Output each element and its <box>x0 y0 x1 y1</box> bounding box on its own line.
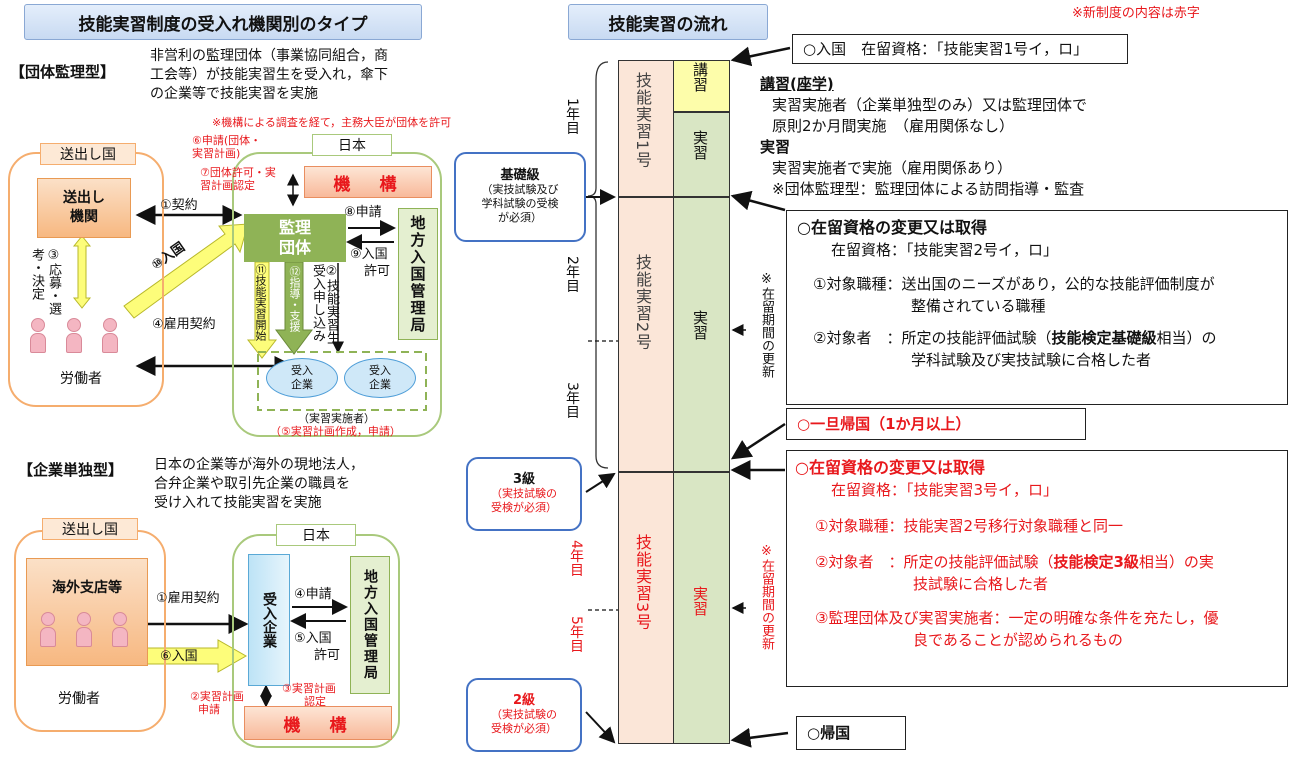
col3-text: 技能実習3号 <box>633 534 652 631</box>
red-note: ※新制度の内容は赤字 <box>1072 6 1200 21</box>
single-japan-tag: 日本 <box>276 524 356 546</box>
step4-label: ④雇用契約 <box>152 317 216 332</box>
exam3-box: 3級 （実技試験の 受検が必須） <box>466 457 582 531</box>
jisshu1-text: 実習 <box>691 130 709 160</box>
group-sending-country-tag: 送出し国 <box>40 143 136 165</box>
year-5-label: 5年目 <box>568 616 584 653</box>
exam3-arrow <box>585 472 616 493</box>
single-company-box: 受入企業 <box>248 554 290 686</box>
year-2-label: 2年目 <box>564 256 580 293</box>
sending-org-box: 送出し機関 <box>37 178 131 238</box>
right-title: 技能実習の流れ <box>568 4 768 40</box>
year-3-label: 3年目 <box>564 382 580 419</box>
group-company-2: 受入企業 <box>344 358 416 398</box>
single-step5-label: ⑤入国許可 <box>294 631 341 663</box>
renewal-note-2: ※在留期間の更新 <box>759 544 774 650</box>
step12-label: ⑫指導・支援 <box>288 266 301 332</box>
entry-box: ○入国 在留資格：「技能実習1号イ，ロ」 <box>792 34 1128 64</box>
single-type-label: 【企業単独型】 <box>18 461 124 479</box>
worker-icon <box>112 612 128 647</box>
group-japan-tag: 日本 <box>312 134 392 156</box>
year-bracket <box>587 61 609 469</box>
single-immigration-box: 地方入国管理局 <box>350 556 390 694</box>
single-step3-label: ③実習計画認定 <box>282 682 336 708</box>
final-pointer <box>730 727 789 748</box>
entry-pointer <box>730 46 791 67</box>
single-workers-label: 労働者 <box>58 691 100 707</box>
worker-icon <box>102 318 118 353</box>
renewal-note-1: ※在留期間の更新 <box>759 272 774 378</box>
worker-icon <box>66 318 82 353</box>
col1-text: 技能実習1号 <box>633 72 652 169</box>
col-jisshu-green-2 <box>673 197 730 472</box>
group-kikou-box: 機 構 <box>304 166 432 198</box>
single-kikou-box: 機 構 <box>244 706 392 740</box>
change2-box: ○在留資格の変更又は取得 在留資格：「技能実習2号イ，ロ」 ①対象職種：送出国の… <box>786 210 1288 405</box>
col-jisshu-green-3 <box>673 472 730 744</box>
single-sending-country-tag: 送出し国 <box>42 518 138 540</box>
single-step4-label: ④申請 <box>294 587 332 602</box>
return-pointer <box>730 422 786 460</box>
col2-text: 技能実習2号 <box>633 254 652 351</box>
recruit-arrow <box>72 235 92 309</box>
koushu-text: 講習 <box>691 62 709 92</box>
start-arrow <box>246 261 278 359</box>
col-jisshu-2 <box>618 197 674 472</box>
group-type-desc: 非営利の監理団体（事業協同組合，商 工会等）が技能実習生を受入れ，傘下 の企業等… <box>150 48 388 102</box>
step8-label: ⑧申請 <box>344 205 382 220</box>
plan-note: （⑤実習計画作成，申請） <box>270 425 401 438</box>
kanri-dantai-box: 監理団体 <box>244 214 346 262</box>
step11-label: ⑪技能実習開始 <box>254 264 267 341</box>
change3-box: ○在留資格の変更又は取得 在留資格：「技能実習3号イ，ロ」 ①対象職種：技能実習… <box>786 450 1288 687</box>
single-step1-label: ①雇用契約 <box>156 591 220 606</box>
jisshu3-text: 実習 <box>691 586 709 616</box>
recruit-label: ③応募・選考・決定 <box>29 248 61 315</box>
group-type-label: 【団体監理型】 <box>10 63 116 81</box>
col-jisshu-green-1 <box>673 112 730 197</box>
worker-icon <box>30 318 46 353</box>
col-jisshu-1 <box>618 60 674 197</box>
exam2-box: 2級 （実技試験の 受検が必須） <box>466 678 582 752</box>
step2-label: ②技能実習生受入申し込み <box>310 264 339 344</box>
group-immigration-box: 地方入国管理局 <box>398 208 438 340</box>
lecture-text: 講習(座学) 実習実施者（企業単独型のみ）又は監理団体で 原則2か月間実施 （雇… <box>760 75 1088 198</box>
step7-label: ⑦団体許可・実習計画認定 <box>200 166 276 192</box>
step6-label: ⑥申請(団体・実習計画) <box>192 134 262 160</box>
group-note: ※機構による調査を経て，主務大臣が団体を許可 <box>212 116 452 129</box>
group-workers-label: 労働者 <box>60 371 102 387</box>
exam2-arrow <box>585 711 616 744</box>
single-step2-label: ②実習計画申請 <box>190 690 244 716</box>
group-company-1: 受入企業 <box>266 358 338 398</box>
support-arrow <box>275 261 313 355</box>
change2-pointer <box>730 190 786 212</box>
single-type-desc: 日本の企業等が海外の現地法人， 合弁企業や取引先企業の職員を 受け入れて技能実習… <box>154 457 364 511</box>
year-4-label: 4年目 <box>568 540 584 577</box>
jisshu2-text: 実習 <box>691 310 709 340</box>
company-dashed-box <box>257 351 427 411</box>
single-workers-icons <box>40 612 128 647</box>
exam-basic-box: 基礎級 （実技試験及び 学科試験の受検 が必須） <box>454 152 586 242</box>
group-workers-icons <box>30 318 118 353</box>
worker-icon <box>76 612 92 647</box>
year-1-label: 1年目 <box>564 98 580 135</box>
final-return-box: ○帰国 <box>796 716 906 750</box>
step1-label: ①契約 <box>160 198 198 213</box>
return-once-box: ○一旦帰国（1か月以上） <box>786 408 1086 440</box>
step9-label: ⑨入国許可 <box>350 247 391 279</box>
col-koushu <box>673 60 730 112</box>
worker-icon <box>40 612 56 647</box>
single-step6-label: ⑥入国 <box>160 649 198 664</box>
left-title: 技能実習制度の受入れ機関別のタイプ <box>24 4 422 40</box>
implementer-label: （実習実施者） <box>298 412 375 425</box>
